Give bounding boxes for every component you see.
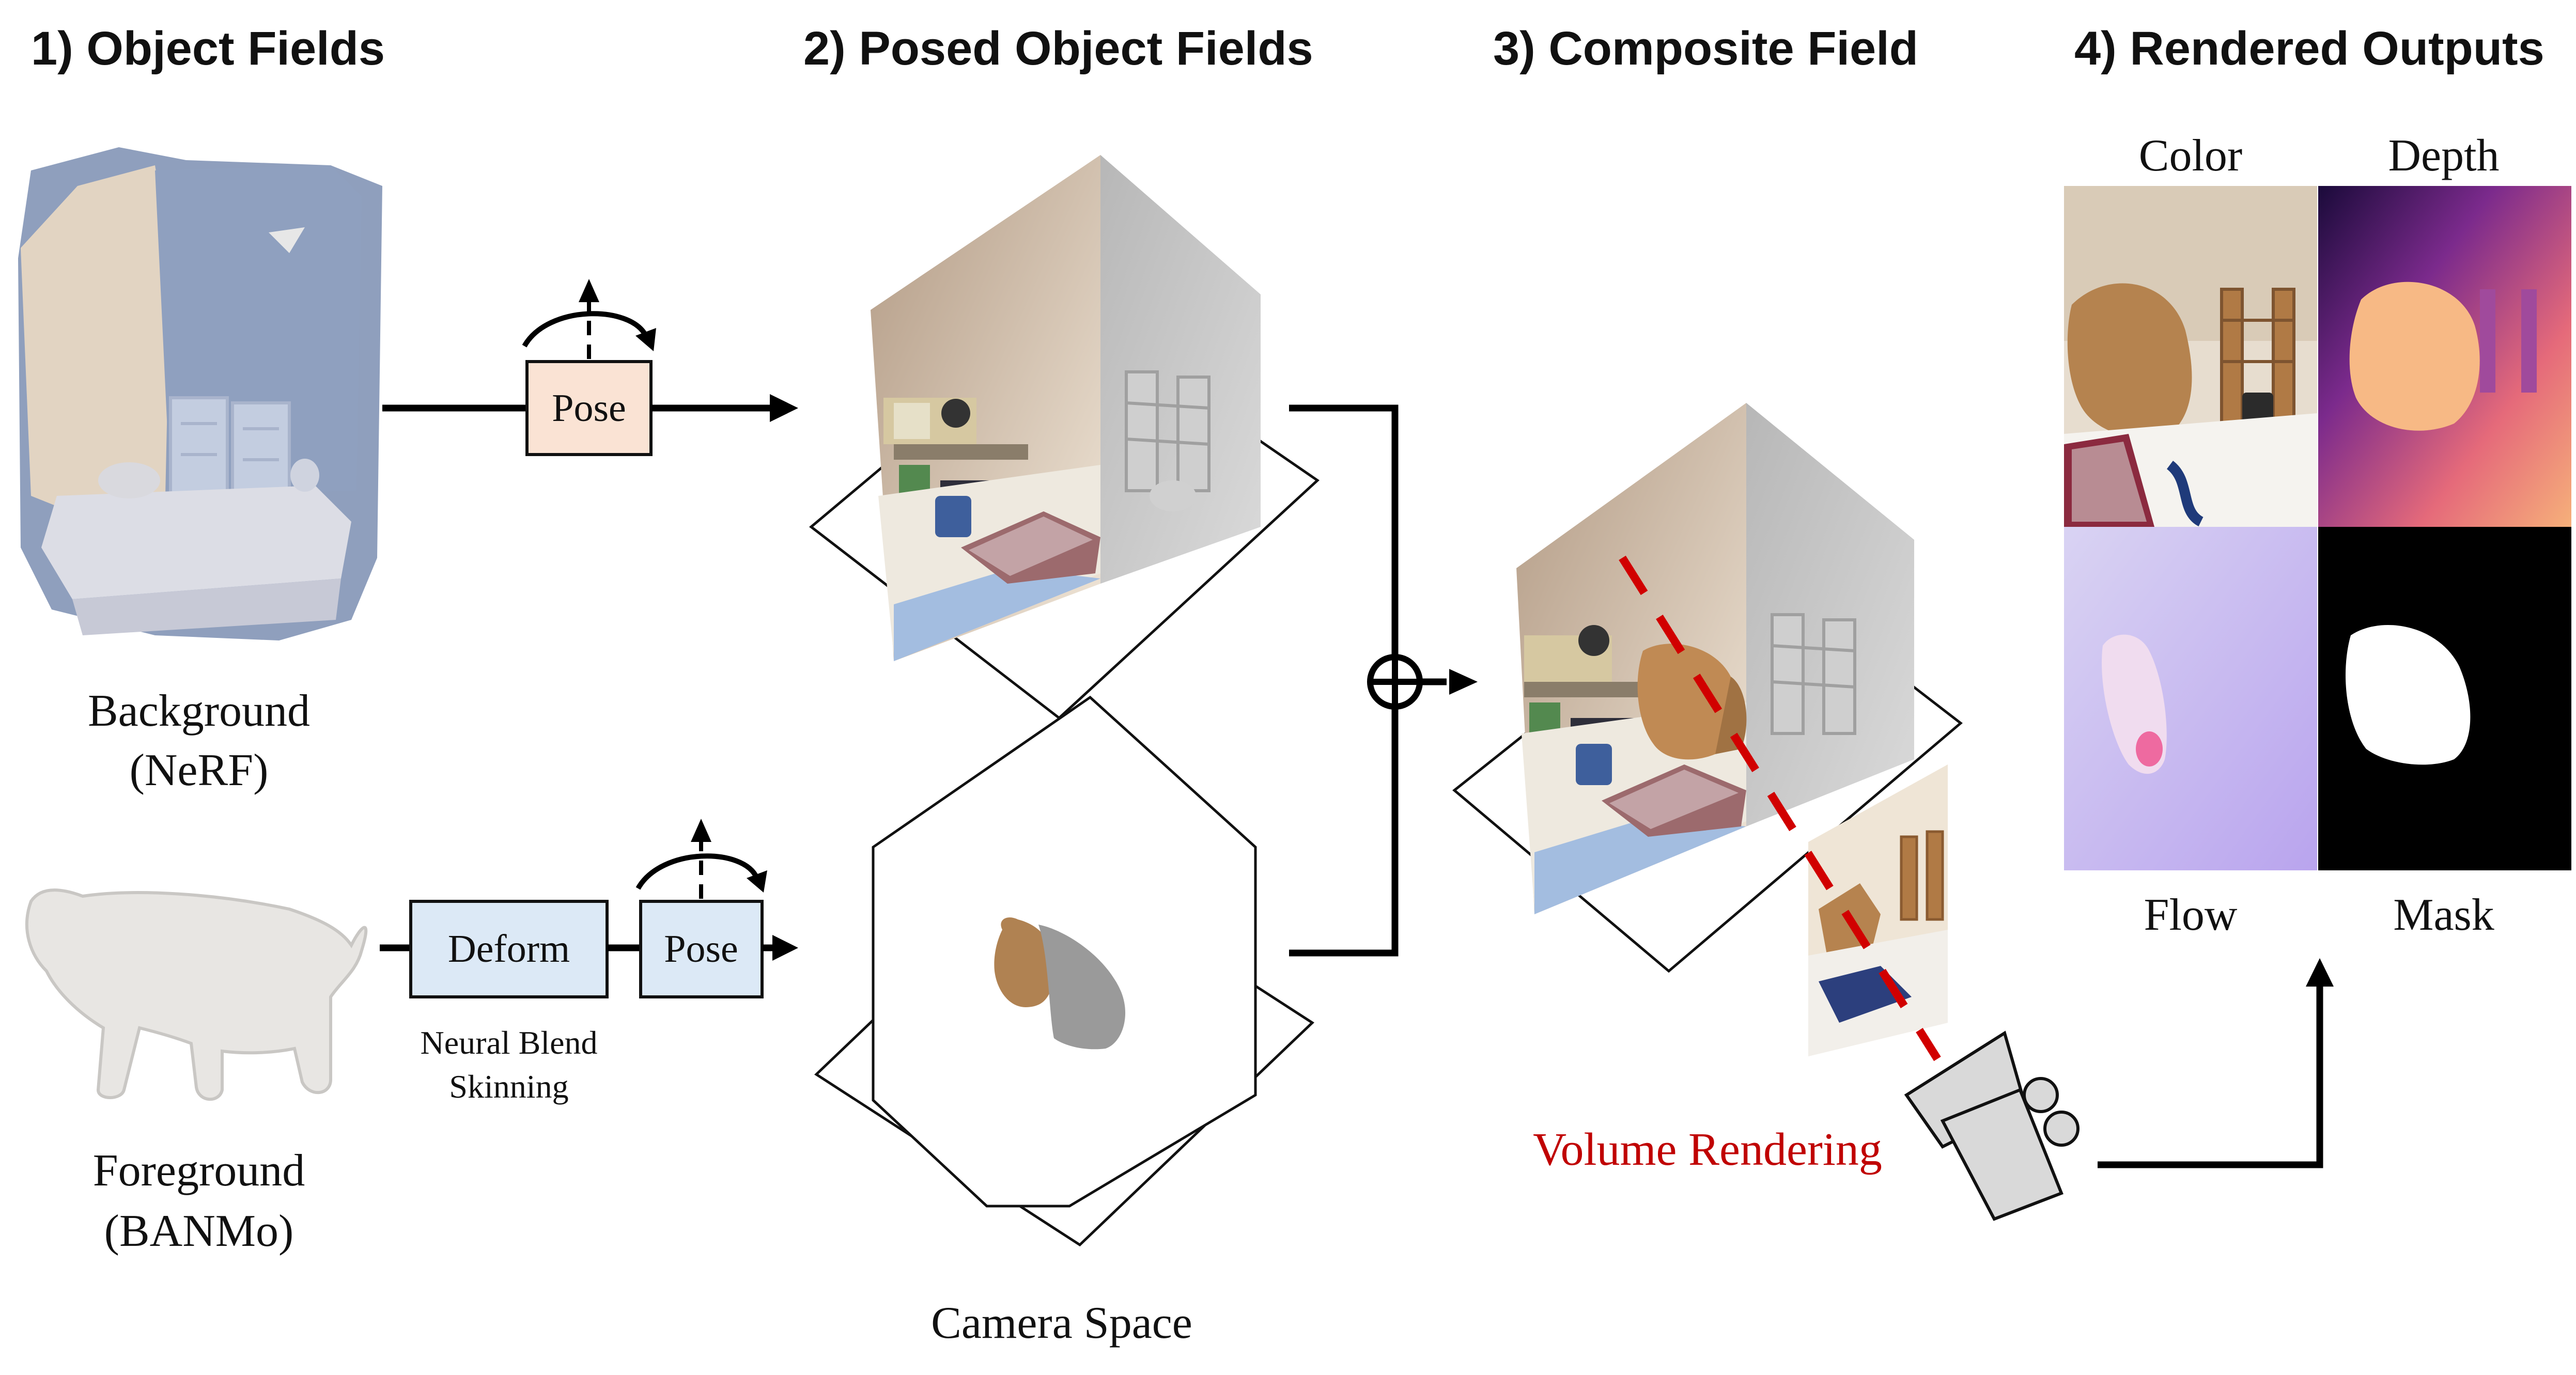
output-arrowhead (2306, 958, 2334, 987)
background-label: Background (88, 686, 310, 736)
pose-box-foreground-label: Pose (664, 927, 738, 971)
camera-space-label: Camera Space (931, 1298, 1192, 1348)
output-color-image (2064, 186, 2317, 527)
composite-room-image (1516, 403, 1914, 914)
deform-box-label: Deform (448, 927, 570, 971)
output-mask-label: Mask (2393, 890, 2494, 940)
pose-box-background (525, 360, 653, 456)
output-mask-image (2318, 527, 2571, 870)
volume-rendering-label: Volume Rendering (1533, 1124, 1882, 1175)
pose-to-camera-space-arrowhead (772, 935, 798, 961)
foreground-cat-mesh-image (25, 888, 368, 1101)
output-flow-label: Flow (2144, 890, 2238, 940)
volume-rendering-ray (1619, 555, 1941, 1061)
background-mesh-image (18, 147, 382, 640)
header-composite-field: 3) Composite Field (1493, 22, 1918, 75)
header-posed-object-fields: 2) Posed Object Fields (803, 22, 1313, 75)
pose-box-foreground (639, 900, 764, 998)
foreground-model-label: (BANMo) (104, 1206, 294, 1256)
output-depth-label: Depth (2388, 131, 2499, 181)
composite-plus-icon (1367, 654, 1423, 710)
posed-bg-room-image (871, 155, 1261, 661)
pose-rotation-icon-foreground (635, 819, 767, 899)
camera-icon (1904, 1030, 2080, 1221)
skinning-label-line1: Neural Blend (421, 1024, 598, 1061)
output-arrow-line (2098, 981, 2323, 1168)
output-flow-image (2064, 527, 2317, 870)
foreground-label: Foreground (93, 1146, 305, 1196)
output-depth-image (2318, 186, 2571, 527)
composite-arrowhead (1449, 669, 1478, 695)
skinning-label-line2: Skinning (449, 1068, 568, 1105)
posed-fg-cat-image (994, 917, 1126, 1050)
header-object-fields: 1) Object Fields (31, 22, 385, 75)
pose-box-background-label: Pose (552, 386, 626, 430)
pose-rotation-icon (522, 279, 656, 359)
header-rendered-outputs: 4) Rendered Outputs (2074, 22, 2544, 75)
background-model-label: (NeRF) (130, 745, 269, 795)
pose-to-posed-bg-arrowhead (770, 394, 798, 422)
output-color-label: Color (2139, 131, 2242, 181)
render-image-plane (1808, 764, 1948, 1056)
